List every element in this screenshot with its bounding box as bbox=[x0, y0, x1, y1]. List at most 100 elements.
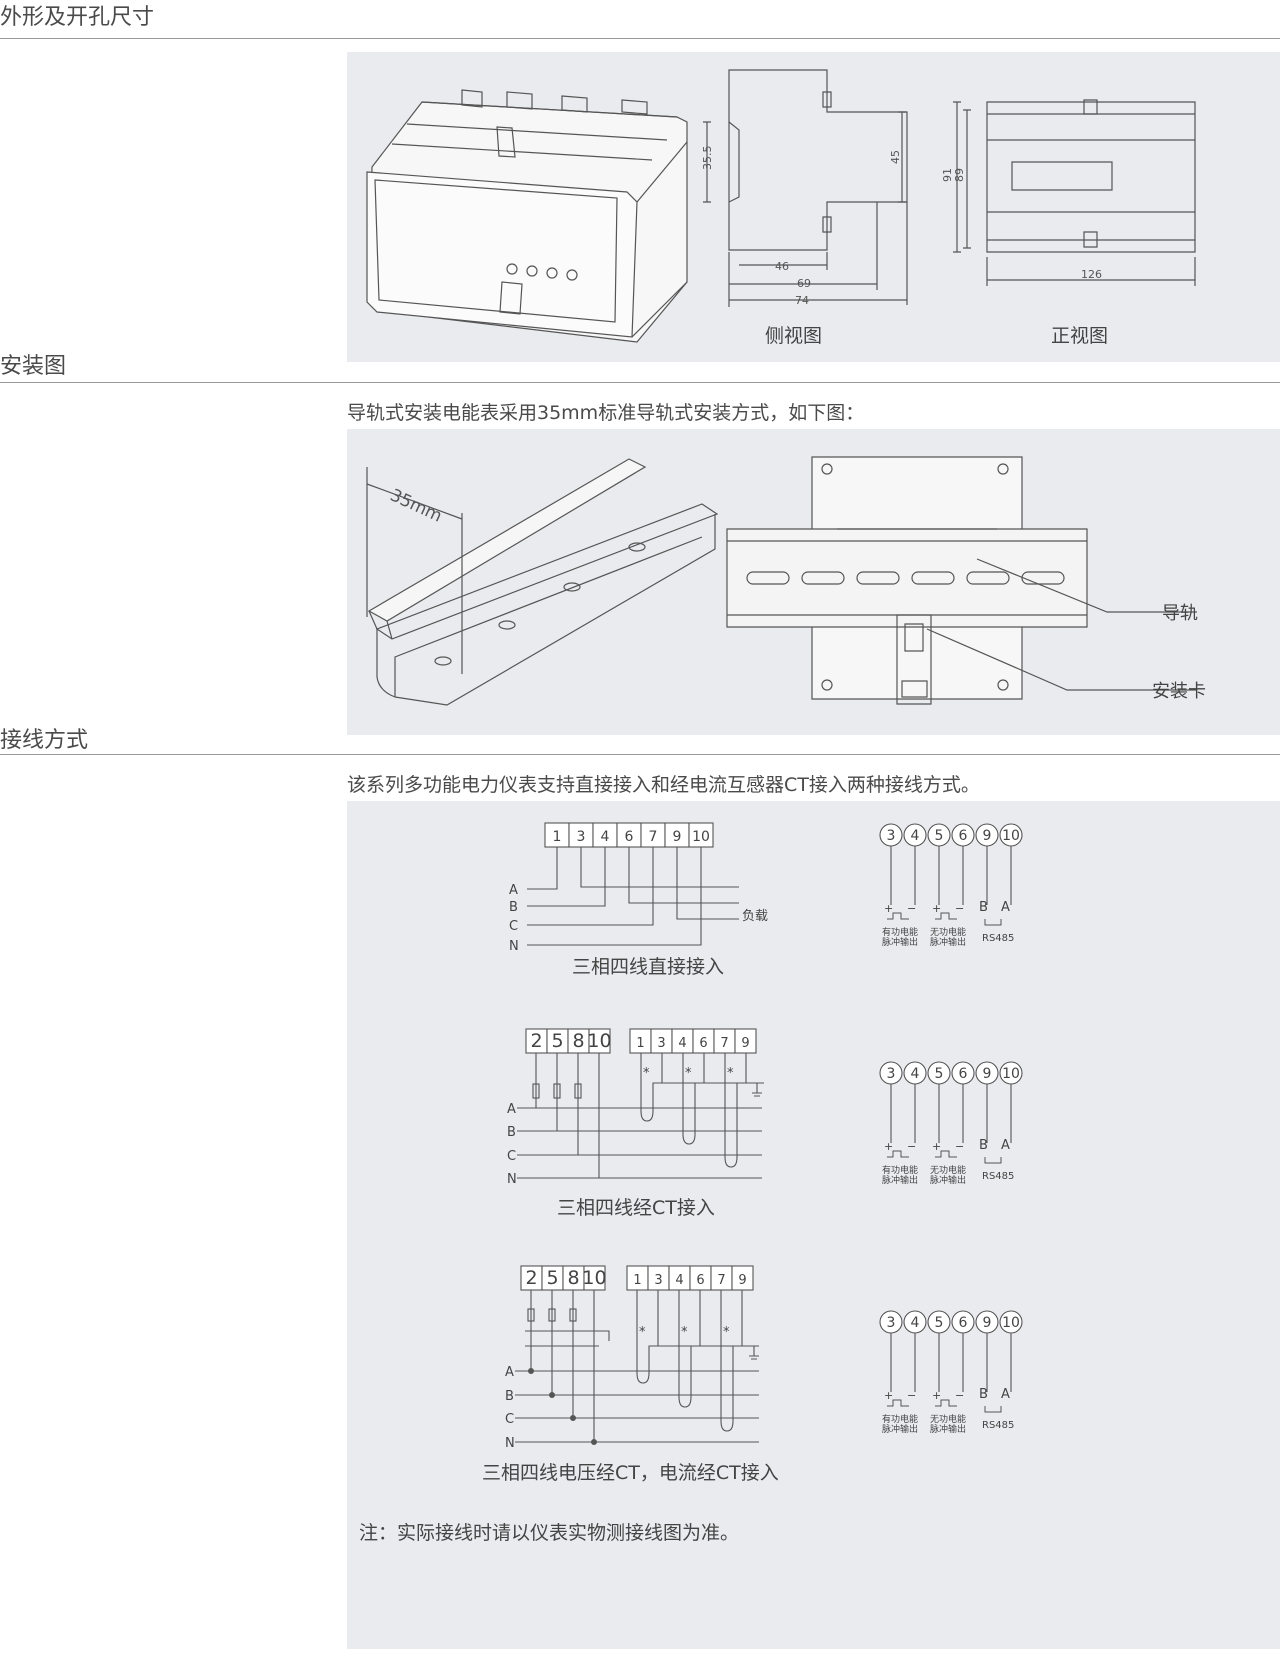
bus-a-label: A bbox=[1001, 1387, 1010, 1402]
terminal-label: 4 bbox=[675, 1273, 683, 1288]
minus-sign: − bbox=[955, 1140, 964, 1153]
bus-a-label: A bbox=[1001, 1138, 1010, 1153]
front-view-caption: 正视图 bbox=[1051, 325, 1108, 347]
terminal-label: 9 bbox=[673, 829, 682, 845]
terminal-label: 8 bbox=[567, 1267, 579, 1289]
terminal-label: 1 bbox=[636, 1036, 644, 1051]
active-output-label: 脉冲输出 bbox=[882, 1423, 918, 1435]
terminal-label: 3 bbox=[657, 1036, 665, 1051]
output-terminal-label: 10 bbox=[1002, 1315, 1020, 1331]
dim-89: 89 bbox=[953, 168, 966, 182]
output-terminal-label: 6 bbox=[959, 1066, 968, 1082]
reactive-output-label: 无功电能 bbox=[930, 1164, 966, 1176]
phase-label: C bbox=[509, 919, 518, 934]
output-terminal-label: 3 bbox=[887, 828, 896, 844]
bus-b-label: B bbox=[979, 1138, 988, 1153]
phase-label: A bbox=[507, 1102, 516, 1117]
phase-label: C bbox=[507, 1149, 516, 1164]
output-terminal-label: 5 bbox=[935, 828, 944, 844]
terminal-label: 10 bbox=[582, 1267, 606, 1289]
dimension-figure-panel: 35.5 45 46 69 74 91 89 126 侧视图 正视图 bbox=[347, 52, 1280, 362]
side-view-caption: 侧视图 bbox=[765, 325, 822, 347]
active-output-label: 脉冲输出 bbox=[882, 1174, 918, 1186]
phase-label: A bbox=[505, 1365, 514, 1380]
rail-callout: 导轨 bbox=[1162, 603, 1198, 624]
plus-sign: + bbox=[884, 902, 893, 915]
installation-description: 导轨式安装电能表采用35mm标准导轨式安装方式，如下图： bbox=[347, 402, 865, 424]
terminal-label: 4 bbox=[678, 1036, 686, 1051]
active-output-label: 有功电能 bbox=[882, 926, 918, 938]
direct-caption: 三相四线直接接入 bbox=[572, 956, 724, 978]
rail-drawing: 35mm 导轨 安装卡 bbox=[366, 456, 1206, 706]
clip-callout: 安装卡 bbox=[1152, 681, 1206, 702]
output-terminal-label: 4 bbox=[911, 1066, 920, 1082]
phase-label: C bbox=[505, 1412, 514, 1427]
plus-sign: + bbox=[932, 1389, 941, 1402]
terminal-label: 5 bbox=[546, 1267, 558, 1289]
rail-figure-panel: 35mm 导轨 安装卡 bbox=[347, 429, 1280, 735]
terminal-label: 6 bbox=[699, 1036, 707, 1051]
dim-35-5: 35.5 bbox=[701, 146, 714, 171]
ptct-caption: 三相四线电压经CT，电流经CT接入 bbox=[482, 1462, 779, 1484]
terminal-label: 8 bbox=[572, 1030, 584, 1052]
terminal-label: 2 bbox=[525, 1267, 537, 1289]
output-terminal-label: 5 bbox=[935, 1066, 944, 1082]
dim-74: 74 bbox=[795, 294, 809, 307]
dim-69: 69 bbox=[797, 277, 811, 290]
reactive-output-label: 脉冲输出 bbox=[930, 1174, 966, 1186]
section-divider bbox=[0, 38, 1280, 39]
output-terminal-label: 6 bbox=[959, 828, 968, 844]
load-label: 负载 bbox=[742, 909, 768, 924]
rail-width-label: 35mm bbox=[387, 485, 445, 526]
wiring-description: 该系列多功能电力仪表支持直接接入和经电流互感器CT接入两种接线方式。 bbox=[347, 774, 980, 796]
terminal-label: 6 bbox=[625, 829, 634, 845]
section-title-wiring: 接线方式 bbox=[0, 728, 89, 753]
dim-45: 45 bbox=[889, 150, 902, 164]
output-terminal-label: 3 bbox=[887, 1315, 896, 1331]
terminal-box bbox=[592, 822, 618, 848]
output-terminal-label: 9 bbox=[983, 1066, 992, 1082]
section-title-dimensions: 外形及开孔尺寸 bbox=[0, 5, 155, 30]
terminal-label: 9 bbox=[741, 1036, 749, 1051]
output-terminal-label: 6 bbox=[959, 1315, 968, 1331]
output-terminal-label: 9 bbox=[983, 828, 992, 844]
terminal-label: 3 bbox=[577, 829, 586, 845]
plus-sign: + bbox=[884, 1140, 893, 1153]
ct-caption: 三相四线经CT接入 bbox=[557, 1197, 715, 1219]
active-output-label: 有功电能 bbox=[882, 1413, 918, 1425]
wiring-note: 注：实际接线时请以仪表实物测接线图为准。 bbox=[359, 1522, 739, 1544]
section-divider bbox=[0, 382, 1280, 383]
phase-label: B bbox=[507, 1125, 516, 1140]
direct-phase-labels: A B C N 负载 bbox=[509, 883, 768, 954]
ct-mark: * bbox=[727, 1066, 734, 1081]
output-terminal-label: 4 bbox=[911, 1315, 920, 1331]
terminal-box bbox=[688, 822, 714, 848]
terminal-label: 1 bbox=[633, 1273, 641, 1288]
rs485-label: RS485 bbox=[982, 1420, 1014, 1431]
section-divider bbox=[0, 754, 1280, 755]
bus-a-label: A bbox=[1001, 900, 1010, 915]
terminal-label: 9 bbox=[738, 1273, 746, 1288]
ct-mark: * bbox=[639, 1325, 646, 1340]
phase-label: N bbox=[507, 1172, 517, 1187]
active-output-label: 脉冲输出 bbox=[882, 936, 918, 948]
dim-126: 126 bbox=[1081, 268, 1102, 281]
terminal-label: 7 bbox=[649, 829, 658, 845]
reactive-output-label: 无功电能 bbox=[930, 1413, 966, 1425]
dimension-drawing: 35.5 45 46 69 74 91 89 126 侧视图 正视图 bbox=[366, 69, 1196, 347]
rs485-label: RS485 bbox=[982, 933, 1014, 944]
terminal-label: 10 bbox=[587, 1030, 611, 1052]
section-title-installation: 安装图 bbox=[0, 354, 67, 379]
terminal-label: 2 bbox=[530, 1030, 542, 1052]
bus-b-label: B bbox=[979, 1387, 988, 1402]
rs485-label: RS485 bbox=[982, 1171, 1014, 1182]
ptct-wires bbox=[515, 1290, 759, 1443]
minus-sign: − bbox=[907, 902, 916, 915]
terminal-label: 10 bbox=[692, 829, 710, 845]
